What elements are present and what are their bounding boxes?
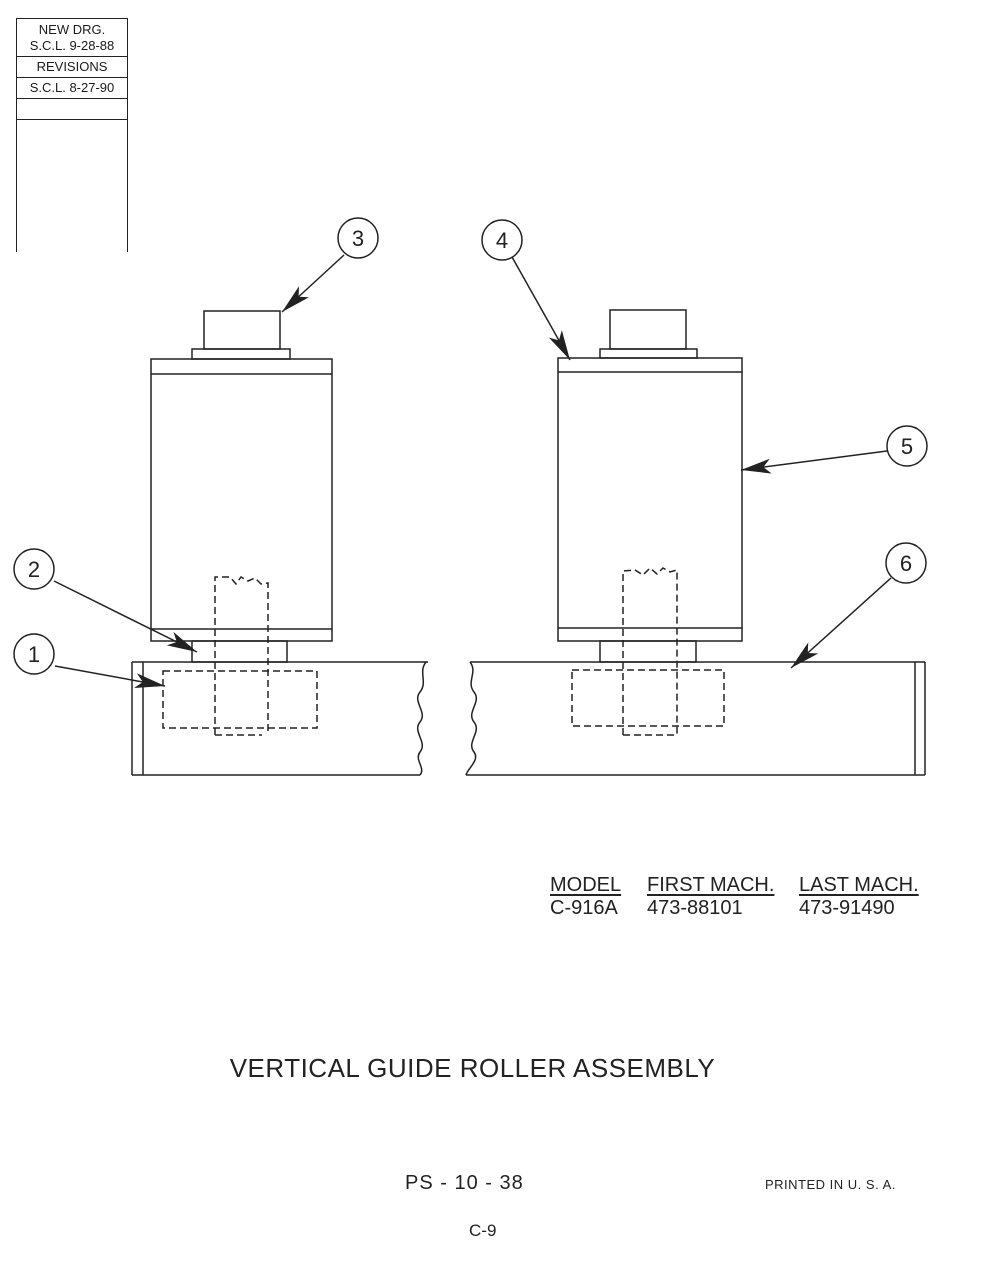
model-value: C-916A bbox=[550, 897, 618, 919]
revision-block: NEW DRG. S.C.L. 9-28-88 REVISIONS S.C.L.… bbox=[16, 18, 128, 252]
right-cap-flange bbox=[599, 348, 698, 359]
drawing-number: PS - 10 - 38 bbox=[405, 1172, 524, 1194]
revision-entry: S.C.L. 8-27-90 bbox=[17, 78, 127, 99]
new-drawing-date: S.C.L. 9-28-88 bbox=[29, 38, 115, 53]
callout-1-label: 1 bbox=[28, 642, 40, 667]
model-header: MODEL bbox=[550, 874, 622, 896]
callout-2-label: 2 bbox=[28, 557, 40, 582]
leader-4 bbox=[511, 256, 571, 361]
callout-6-label: 6 bbox=[900, 551, 912, 576]
right-top-cap bbox=[609, 309, 687, 350]
drawing-title: VERTICAL GUIDE ROLLER ASSEMBLY bbox=[229, 1053, 716, 1083]
machine-table-header: MODEL FIRST MACH. LAST MACH. bbox=[550, 874, 939, 897]
page-number: C-9 bbox=[469, 1221, 497, 1240]
right-spacer bbox=[599, 640, 697, 663]
leader-1 bbox=[54, 665, 166, 689]
left-roller-assembly bbox=[131, 310, 428, 776]
revisions-label: REVISIONS bbox=[17, 57, 127, 78]
callout-5-balloon bbox=[886, 425, 928, 467]
callout-5-label: 5 bbox=[901, 434, 913, 459]
callout-4-balloon bbox=[481, 219, 523, 261]
callout-3-balloon bbox=[337, 217, 379, 259]
machine-table-row: C-916A 473-88101 473-91490 bbox=[550, 897, 939, 920]
first-mach-header: FIRST MACH. bbox=[647, 874, 775, 896]
leader-3 bbox=[281, 254, 345, 313]
new-drawing-label: NEW DRG. bbox=[38, 22, 106, 37]
left-spacer bbox=[191, 640, 288, 663]
new-drawing-cell: NEW DRG. S.C.L. 9-28-88 bbox=[17, 18, 127, 57]
right-roller-assembly bbox=[465, 309, 926, 776]
right-roller-body bbox=[557, 357, 743, 642]
left-roller-body bbox=[150, 358, 333, 642]
machine-table: MODEL FIRST MACH. LAST MACH. C-916A 473-… bbox=[550, 874, 939, 920]
revision-empty-row bbox=[17, 99, 127, 120]
printed-in-label: PRINTED IN U. S. A. bbox=[765, 1177, 896, 1192]
callout-3-label: 3 bbox=[352, 226, 364, 251]
callout-1-balloon bbox=[13, 633, 55, 675]
callout-2-balloon bbox=[13, 548, 55, 590]
last-mach-header: LAST MACH. bbox=[799, 874, 919, 896]
first-mach-value: 473-88101 bbox=[647, 897, 743, 919]
callout-4-label: 4 bbox=[496, 228, 508, 253]
leader-6 bbox=[790, 577, 892, 669]
left-hidden-stud bbox=[162, 576, 318, 736]
left-top-cap bbox=[203, 310, 281, 350]
right-hidden-stud bbox=[571, 566, 725, 736]
last-mach-value: 473-91490 bbox=[799, 897, 895, 919]
callout-6-balloon bbox=[885, 542, 927, 584]
right-base-plate bbox=[465, 661, 926, 776]
left-base-plate bbox=[131, 661, 428, 776]
leader-5 bbox=[740, 450, 888, 474]
leader-2 bbox=[53, 580, 198, 653]
left-cap-flange bbox=[191, 348, 291, 360]
